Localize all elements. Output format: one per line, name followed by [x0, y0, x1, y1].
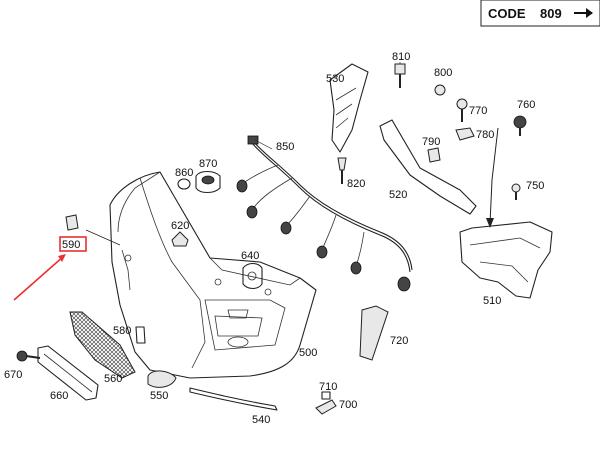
cover-700 — [315, 399, 337, 415]
clip-790 — [427, 147, 441, 163]
wiring-harness-850 — [236, 135, 413, 292]
side-bracket-510 — [459, 221, 553, 299]
sensor-holder-640 — [242, 262, 263, 290]
front-bumper-cover — [109, 171, 317, 379]
callout-770[interactable]: 770 — [469, 105, 487, 117]
callout-790[interactable]: 790 — [422, 136, 440, 148]
callout-860[interactable]: 860 — [175, 167, 193, 179]
small-bracket-580 — [135, 326, 146, 344]
callout-750[interactable]: 750 — [526, 180, 544, 192]
clip-780 — [455, 127, 475, 141]
lower-mesh-grille — [69, 311, 136, 379]
parking-sensor-870 — [195, 170, 221, 194]
callout-800[interactable]: 800 — [434, 67, 452, 79]
callout-540[interactable]: 540 — [252, 414, 270, 426]
highlight-box — [59, 236, 87, 252]
callout-660[interactable]: 660 — [50, 390, 68, 402]
callout-500[interactable]: 500 — [299, 347, 317, 359]
connector-arrow — [489, 127, 499, 225]
fog-trim-550 — [147, 370, 177, 388]
callout-510[interactable]: 510 — [483, 295, 501, 307]
right-arrow-icon — [574, 8, 593, 18]
screw-750 — [511, 183, 521, 200]
callout-640[interactable]: 640 — [241, 250, 259, 262]
callout-620[interactable]: 620 — [171, 220, 189, 232]
callout-530[interactable]: 530 — [326, 73, 344, 85]
sensor-ring-860 — [177, 178, 191, 190]
bolt-810 — [394, 63, 406, 88]
highlight-pointer — [13, 236, 87, 301]
license-plate-holder — [37, 345, 99, 401]
callout-710[interactable]: 710 — [319, 381, 337, 393]
clip-590 — [65, 214, 79, 231]
code-label: CODE — [488, 6, 526, 21]
callout-700[interactable]: 700 — [339, 399, 357, 411]
callout-590[interactable]: 590 — [62, 239, 80, 251]
callout-820[interactable]: 820 — [347, 178, 365, 190]
side-reflector-720 — [359, 305, 389, 361]
callout-670[interactable]: 670 — [4, 369, 22, 381]
push-clip-760 — [513, 115, 527, 136]
callout-520[interactable]: 520 — [389, 189, 407, 201]
leader-lines — [85, 62, 401, 246]
trim-strip-540 — [189, 387, 278, 411]
code-number: 809 — [540, 6, 562, 21]
code-header: CODE 809 — [480, 0, 600, 27]
screw-820 — [337, 157, 347, 184]
mount-bracket-530 — [329, 63, 369, 153]
impact-support-520 — [379, 119, 477, 215]
callout-560[interactable]: 560 — [104, 373, 122, 385]
callout-810[interactable]: 810 — [392, 51, 410, 63]
callout-labels: 590 500 510 520 530 540 550 560 580 620 … — [4, 51, 544, 426]
clip-710 — [321, 391, 331, 400]
callout-870[interactable]: 870 — [199, 158, 217, 170]
screw-icon — [16, 350, 41, 362]
callout-550[interactable]: 550 — [150, 390, 168, 402]
nut-800 — [434, 84, 446, 96]
cap-620 — [171, 231, 189, 247]
callout-760[interactable]: 760 — [517, 99, 535, 111]
callout-780[interactable]: 780 — [476, 129, 494, 141]
screw-770 — [456, 98, 468, 122]
callout-580[interactable]: 580 — [113, 325, 131, 337]
callout-850[interactable]: 850 — [276, 141, 294, 153]
callout-720[interactable]: 720 — [390, 335, 408, 347]
